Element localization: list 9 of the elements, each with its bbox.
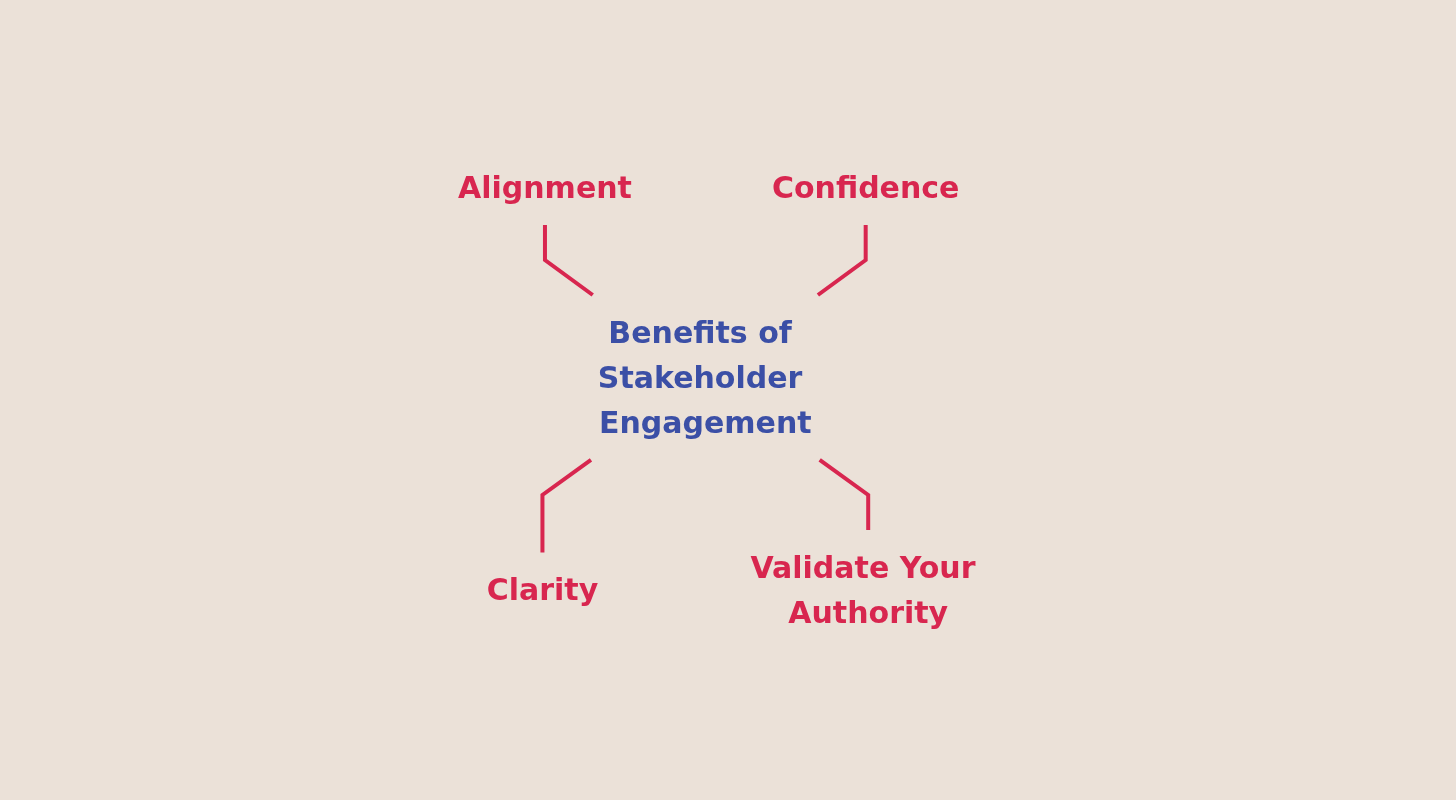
node-text: Clarity	[486, 572, 599, 608]
connector	[542, 225, 594, 297]
connector	[818, 458, 871, 530]
connector	[540, 458, 593, 553]
node-text: Confidence	[771, 170, 960, 205]
node-text: Alignment	[457, 170, 632, 205]
node-text: Validate Your Authority	[750, 549, 976, 630]
node-text: Benefits of Stakeholder Engagement	[597, 314, 812, 440]
connector	[816, 225, 868, 297]
